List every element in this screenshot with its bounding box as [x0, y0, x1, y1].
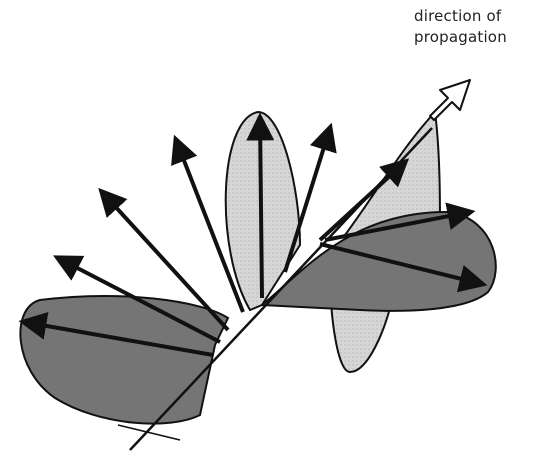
- caption-line-2: propagation: [414, 27, 544, 48]
- left-dark-lobe: [20, 296, 228, 424]
- axis-tail: [118, 425, 180, 440]
- field-vector-arrow-icon: [260, 118, 262, 298]
- caption-line-1: direction of: [414, 6, 544, 27]
- propagation-caption: direction of propagation: [414, 6, 544, 48]
- propagation-arrow-icon: [430, 80, 470, 120]
